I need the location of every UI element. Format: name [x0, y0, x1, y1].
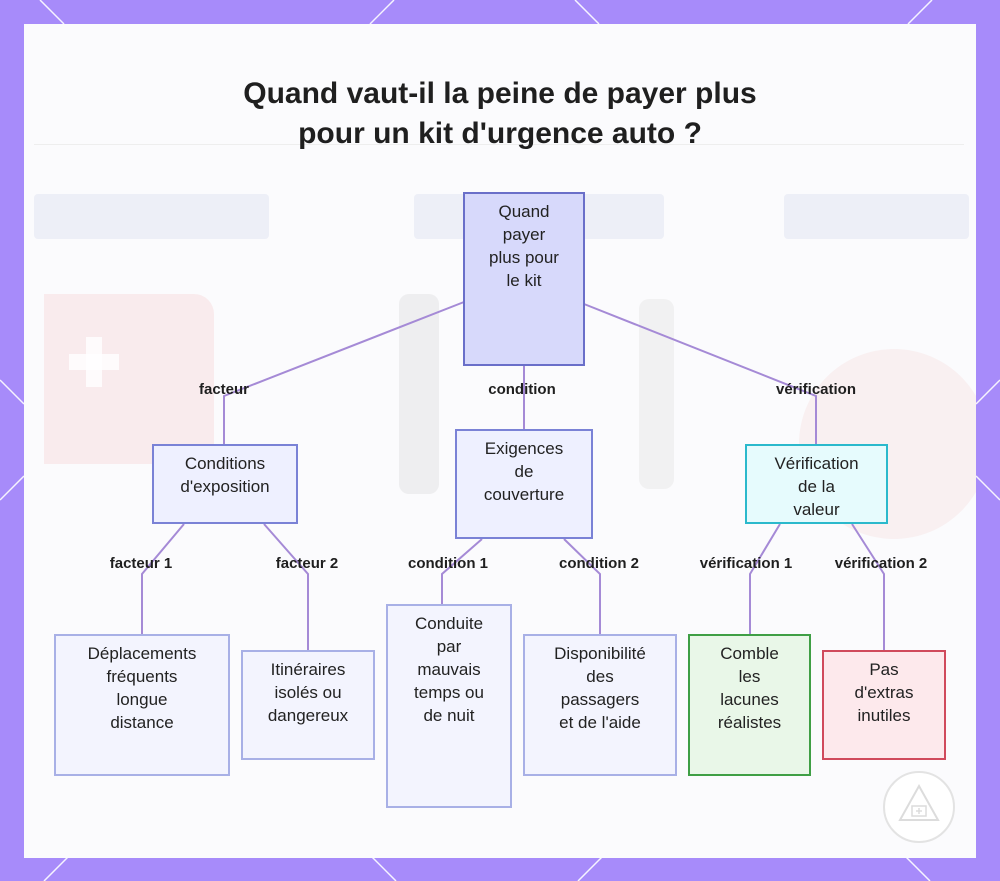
- edge-label-factor-1: facteur 1: [110, 555, 173, 572]
- node-coverage: Exigences de couverture: [455, 429, 593, 539]
- edge-label-condition: condition: [488, 381, 556, 398]
- edge-value-extras: [852, 524, 884, 650]
- edge-value-gaps: [750, 524, 780, 634]
- edge-root-exposure: [224, 302, 464, 444]
- edge-label-condition-2: condition 2: [559, 555, 639, 572]
- edge-root-value: [584, 304, 816, 444]
- edge-coverage-help: [564, 539, 600, 634]
- edge-label-factor: facteur: [199, 381, 249, 398]
- node-gaps: Comble les lacunes réalistes: [688, 634, 811, 776]
- node-night: Conduite par mauvais temps ou de nuit: [386, 604, 512, 808]
- diagram-card: Quand vaut-il la peine de payer plus pou…: [24, 24, 976, 858]
- edge-label-check-2: vérification 2: [835, 555, 928, 572]
- edge-label-factor-2: facteur 2: [276, 555, 339, 572]
- node-exposure: Conditions d'exposition: [152, 444, 298, 524]
- node-help: Disponibilité des passagers et de l'aide: [523, 634, 677, 776]
- node-extras: Pas d'extras inutiles: [822, 650, 946, 760]
- edge-exposure-travel: [142, 524, 184, 634]
- node-value: Vérification de la valeur: [745, 444, 888, 524]
- node-travel: Déplacements fréquents longue distance: [54, 634, 230, 776]
- edge-label-check-1: vérification 1: [700, 555, 793, 572]
- brand-logo-icon: [882, 770, 956, 844]
- node-routes: Itinéraires isolés ou dangereux: [241, 650, 375, 760]
- node-root: Quand payer plus pour le kit: [463, 192, 585, 366]
- edge-label-check: vérification: [776, 381, 856, 398]
- edge-label-condition-1: condition 1: [408, 555, 488, 572]
- edge-exposure-routes: [264, 524, 308, 650]
